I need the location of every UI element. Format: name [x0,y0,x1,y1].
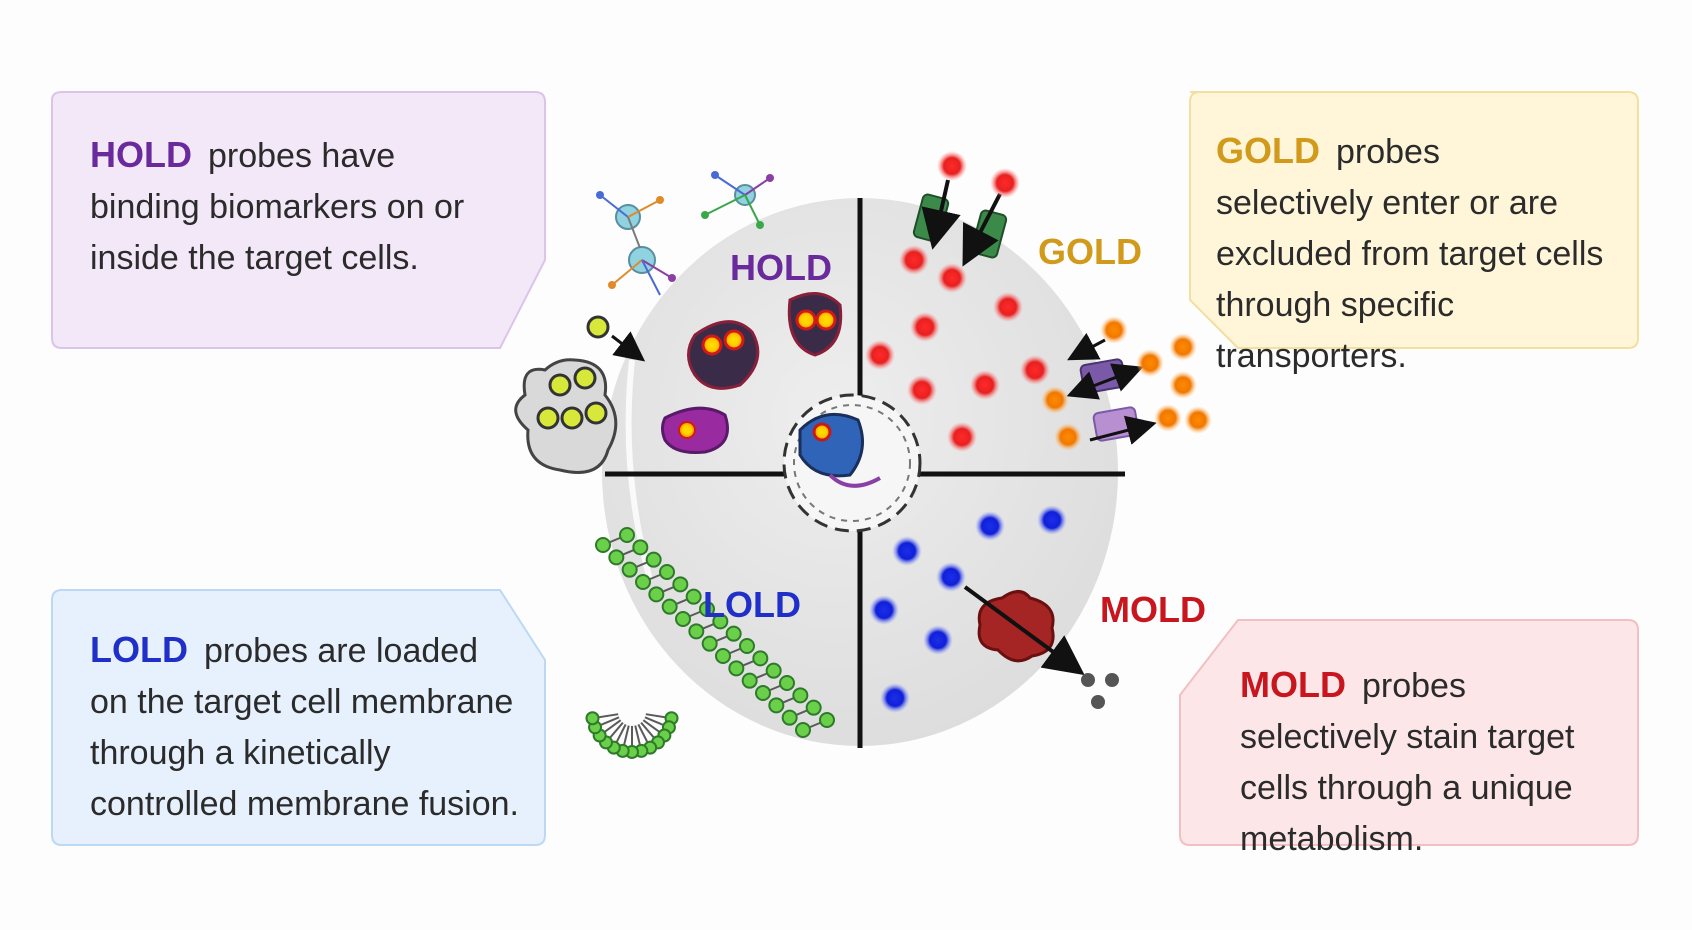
probe-dot-icon [869,505,1067,713]
probe-dot [907,375,937,405]
enzyme-icon [963,585,1119,709]
gold-callout-box [1189,91,1639,349]
gold-description: probes selectively enter or are excluded… [1216,133,1604,375]
cell-icon [661,292,843,454]
probe-dot [923,625,953,655]
probe-dot [937,151,967,181]
probe-dot [892,536,922,566]
mold-description: probes selectively stain target cells th… [1240,667,1575,858]
probe-dot [1169,333,1197,361]
probe-dot [1169,371,1197,399]
lipid-bilayer-icon [595,527,835,738]
hold-description: probes have binding biomarkers on or ins… [90,137,465,277]
center-cell-icon [782,393,922,533]
probe-dot [1136,349,1164,377]
quadrant-label-lold: LOLD [703,584,801,625]
hold-callout-box [51,91,546,349]
quadrant-label-gold: GOLD [1038,231,1142,272]
lold-callout-box [51,589,546,846]
probe-dot-icon [865,151,1050,452]
micelle-icon [585,711,679,759]
probe-dot [1184,406,1212,434]
probe-dot [975,511,1005,541]
probe-dot [899,245,929,275]
probe-dot-icon [1041,316,1212,451]
quadrant-label-hold: HOLD [730,247,832,288]
probe-dot [970,370,1000,400]
probe-dot [1037,505,1067,535]
probe-dot [947,422,977,452]
probe-dot [1100,316,1128,344]
probe-dot [936,562,966,592]
hold-keyword: HOLD [90,134,192,175]
antibody-network-icon [596,171,774,296]
probe-dot [1054,423,1082,451]
quadrant-label-mold: MOLD [1100,589,1206,630]
probe-dot [910,312,940,342]
lold-description: probes are loaded on the target cell mem… [90,632,520,823]
probe-dot [993,292,1023,322]
mold-keyword: MOLD [1240,664,1346,705]
gold-keyword: GOLD [1216,130,1320,171]
probe-dot [937,263,967,293]
probe-dot [865,340,895,370]
mold-callout-box [1179,619,1639,846]
probe-dot [1041,386,1069,414]
probe-dot [880,683,910,713]
probe-dot [1020,355,1050,385]
lold-keyword: LOLD [90,629,188,670]
probe-dot [869,595,899,625]
probe-dot [990,168,1020,198]
vesicle-icon [514,315,646,474]
probe-dot [1154,404,1182,432]
transporter-icon [912,179,1157,445]
